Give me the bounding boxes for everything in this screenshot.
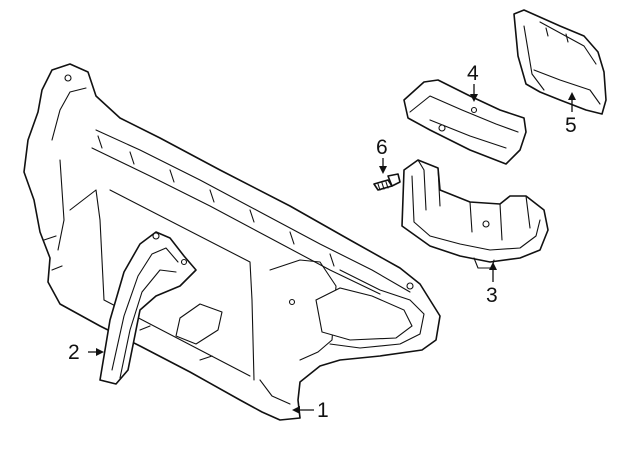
callout-leaders xyxy=(88,84,576,414)
radiator-support-panel xyxy=(23,63,441,421)
arrowhead-6 xyxy=(379,166,387,174)
arrowhead-1 xyxy=(292,406,300,414)
callout-6: 6 xyxy=(376,136,388,159)
callout-5: 5 xyxy=(565,114,577,137)
callout-2: 2 xyxy=(68,341,80,364)
arrowhead-4 xyxy=(470,94,478,102)
arrowhead-3 xyxy=(489,262,497,270)
arrowhead-5 xyxy=(568,92,576,100)
side-air-baffle xyxy=(513,9,607,115)
air-duct-deflector xyxy=(401,159,549,269)
callout-labels: 1 2 3 4 5 6 xyxy=(68,62,577,422)
upper-cover-seal xyxy=(403,79,527,165)
callout-1: 1 xyxy=(317,399,329,422)
side-reinforcement-bracket xyxy=(99,231,197,385)
callout-3: 3 xyxy=(486,284,498,307)
fastener-screw xyxy=(373,173,401,191)
callout-4: 4 xyxy=(467,62,479,85)
arrowhead-2 xyxy=(96,348,104,356)
